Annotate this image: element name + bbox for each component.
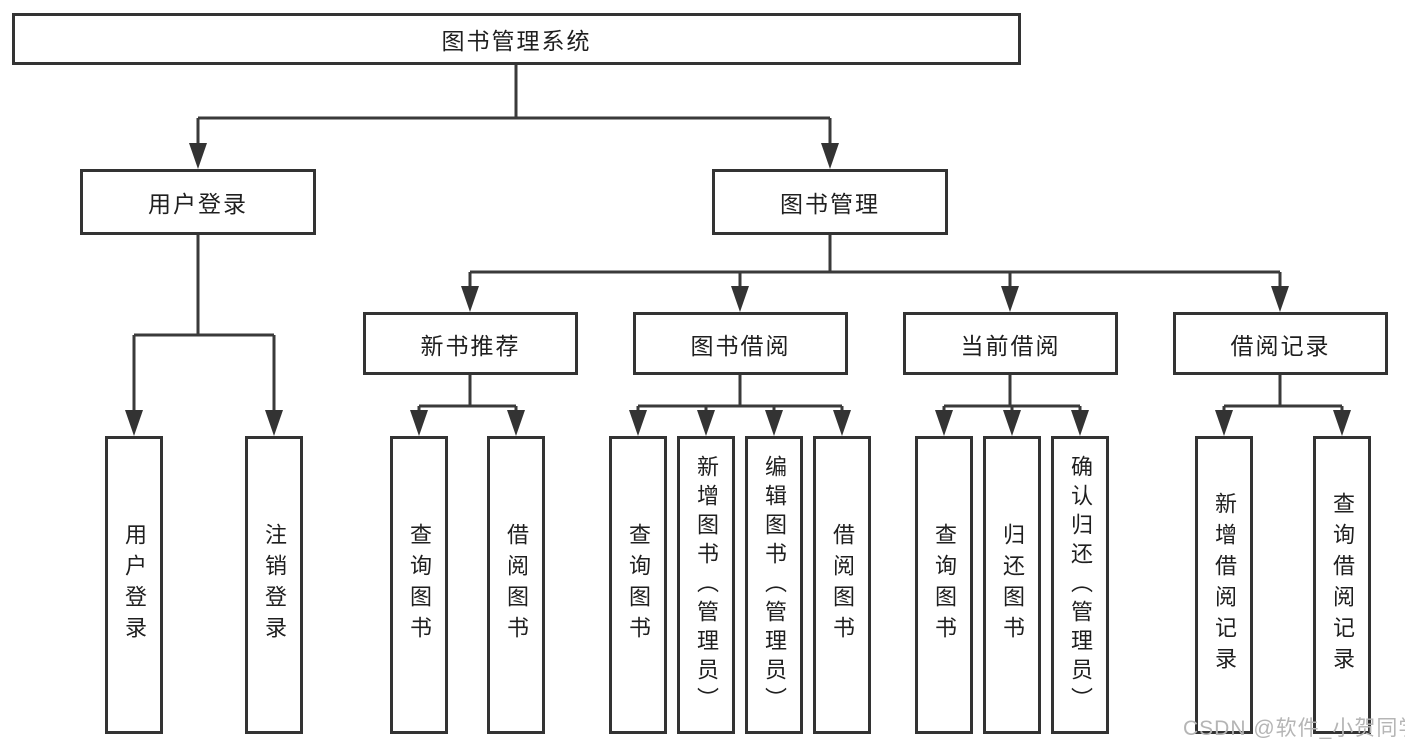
connector-root-to-level2 [196,65,832,147]
arrowhead-icon [461,286,479,312]
node-book-mgmt: 图书管理 [712,169,948,235]
node-leaf-bookborrow-borrow-label: 借阅图书 [830,523,855,647]
node-leaf-records-search-label: 查询借阅记录 [1330,492,1355,678]
node-leaf-currentborrow-search: 查询图书 [915,436,973,734]
node-leaf-bookborrow-borrow: 借阅图书 [813,436,871,734]
node-leaf-bookborrow-edit: 编辑图书（管理员） [745,436,803,734]
node-leaf-newbooks-borrow: 借阅图书 [487,436,545,734]
arrowhead-icon [1271,286,1289,312]
node-new-books: 新书推荐 [363,312,578,375]
node-borrow-records-label: 借阅记录 [1230,332,1331,359]
node-leaf-bookborrow-add: 新增图书（管理员） [677,436,735,734]
node-leaf-currentborrow-search-label: 查询图书 [932,523,957,647]
node-leaf-bookborrow-search: 查询图书 [609,436,667,734]
arrowhead-icon [629,410,647,436]
node-leaf-bookborrow-edit-label: 编辑图书（管理员） [762,454,787,716]
node-leaf-logout-label: 注销登录 [262,523,287,647]
arrowhead-icon [1001,286,1019,312]
arrowhead-icon [507,410,525,436]
arrowhead-icon [189,143,207,169]
node-leaf-bookborrow-search-label: 查询图书 [626,523,651,647]
arrowhead-icon [833,410,851,436]
node-leaf-currentborrow-return: 归还图书 [983,436,1041,734]
arrowhead-icon [697,410,715,436]
node-current-borrow: 当前借阅 [903,312,1118,375]
node-leaf-currentborrow-confirm-label: 确认归还（管理员） [1068,454,1093,716]
node-leaf-newbooks-search: 查询图书 [390,436,448,734]
connector-user-login-children [132,235,276,414]
node-leaf-bookborrow-add-label: 新增图书（管理员） [694,454,719,716]
arrowhead-icon [410,410,428,436]
node-leaf-currentborrow-return-label: 归还图书 [1000,523,1025,647]
arrowhead-icon [125,410,143,436]
arrowhead-icon [265,410,283,436]
connector-borrow-records-children [1222,375,1344,414]
arrowhead-icon [1071,410,1089,436]
node-user-login-label: 用户登录 [148,191,248,217]
arrowhead-icon [935,410,953,436]
arrowhead-icon [821,143,839,169]
arrowhead-icon [1215,410,1233,436]
node-borrow-records: 借阅记录 [1173,312,1388,375]
node-leaf-newbooks-search-label: 查询图书 [407,523,432,647]
node-root: 图书管理系统 [12,13,1021,65]
csdn-watermark: CSDN @软件_小贺同学 [1183,717,1405,740]
node-book-borrow-label: 图书借阅 [690,332,791,359]
arrowhead-icon [1003,410,1021,436]
node-new-books-label: 新书推荐 [420,332,521,359]
node-leaf-user-login-label: 用户登录 [122,523,147,647]
node-user-login: 用户登录 [80,169,316,235]
node-root-label: 图书管理系统 [441,28,592,54]
arrowhead-icon [731,286,749,312]
node-leaf-records-search: 查询借阅记录 [1313,436,1371,734]
connector-book-mgmt-children [468,235,1282,290]
node-leaf-logout: 注销登录 [245,436,303,734]
node-book-mgmt-label: 图书管理 [780,191,880,217]
connector-new-books-children [417,375,518,414]
node-leaf-user-login: 用户登录 [105,436,163,734]
arrowhead-icon [765,410,783,436]
node-book-borrow: 图书借阅 [633,312,848,375]
connector-current-borrow-children [942,375,1082,414]
arrowhead-icon [1333,410,1351,436]
node-leaf-records-add: 新增借阅记录 [1195,436,1253,734]
connector-book-borrow-children [636,375,844,414]
node-current-borrow-label: 当前借阅 [960,332,1061,359]
node-leaf-records-add-label: 新增借阅记录 [1212,492,1237,678]
node-leaf-currentborrow-confirm: 确认归还（管理员） [1051,436,1109,734]
node-leaf-newbooks-borrow-label: 借阅图书 [504,523,529,647]
